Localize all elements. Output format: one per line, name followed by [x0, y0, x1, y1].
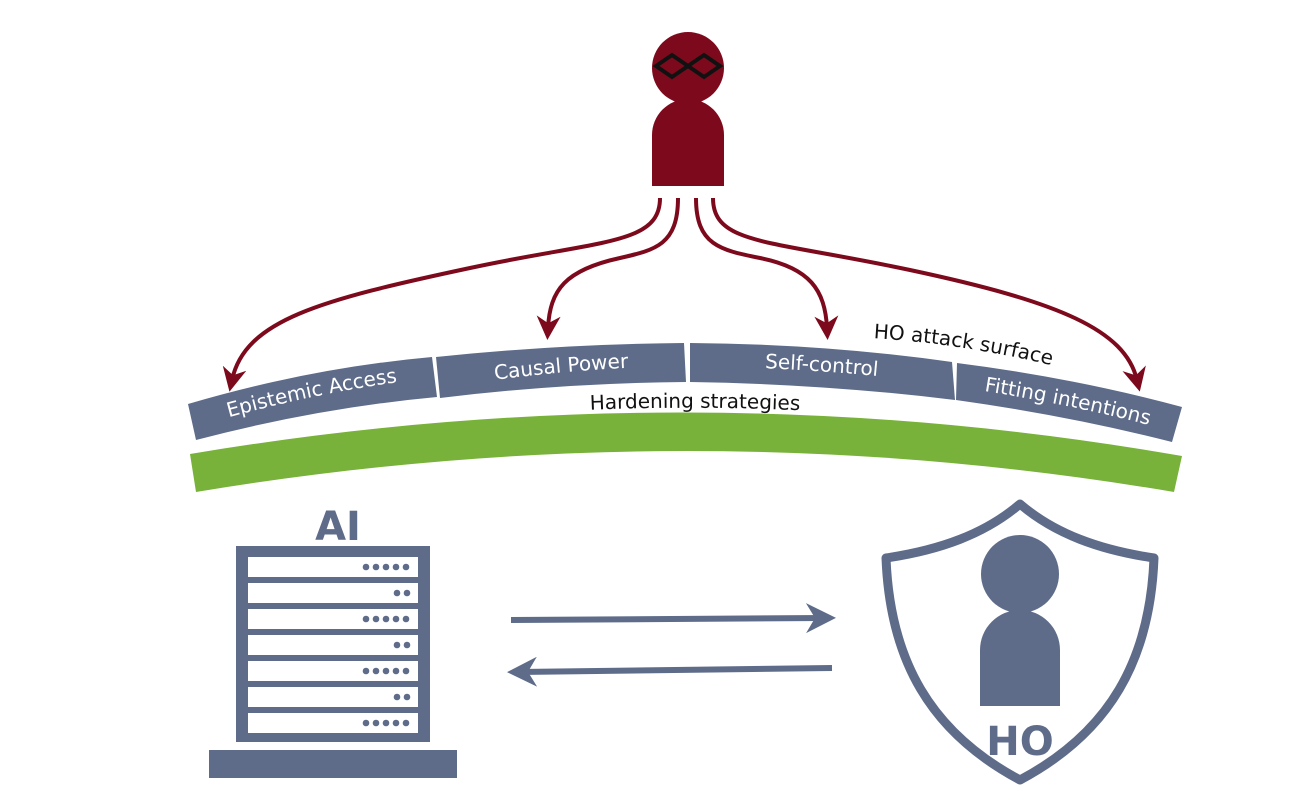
attacker-figure: [652, 32, 724, 186]
attack-arrows: [222, 197, 1146, 392]
attack-arrow-selfcontrol: [694, 197, 839, 340]
ho-label: HO: [986, 719, 1053, 765]
ho-person-head: [981, 535, 1059, 613]
arrow-ai-to-ho: [510, 603, 836, 634]
attack-arrow-causal: [536, 197, 680, 340]
ho-person-body: [980, 610, 1060, 706]
arrow-ho-to-ai: [507, 656, 833, 687]
hardening-label: Hardening strategies: [589, 389, 801, 416]
hardening-band: [190, 412, 1182, 492]
attacker-body: [652, 99, 724, 186]
ho-shield-icon: HO: [881, 499, 1159, 785]
attack-arrow-fitting: [711, 197, 1146, 392]
segment-epistemic-access: [188, 357, 437, 440]
segment-causal-power: [436, 343, 686, 398]
exchange-arrows: [507, 603, 836, 687]
segment-self-control: [690, 343, 955, 400]
ai-label: AI: [315, 504, 361, 550]
attack-arrow-epistemic: [222, 197, 662, 392]
attack-surface-band: [188, 343, 1182, 442]
ai-server-icon: AI: [209, 504, 457, 778]
attacker-mask-icon: [652, 52, 724, 80]
segment-fitting-intentions: [956, 363, 1182, 442]
